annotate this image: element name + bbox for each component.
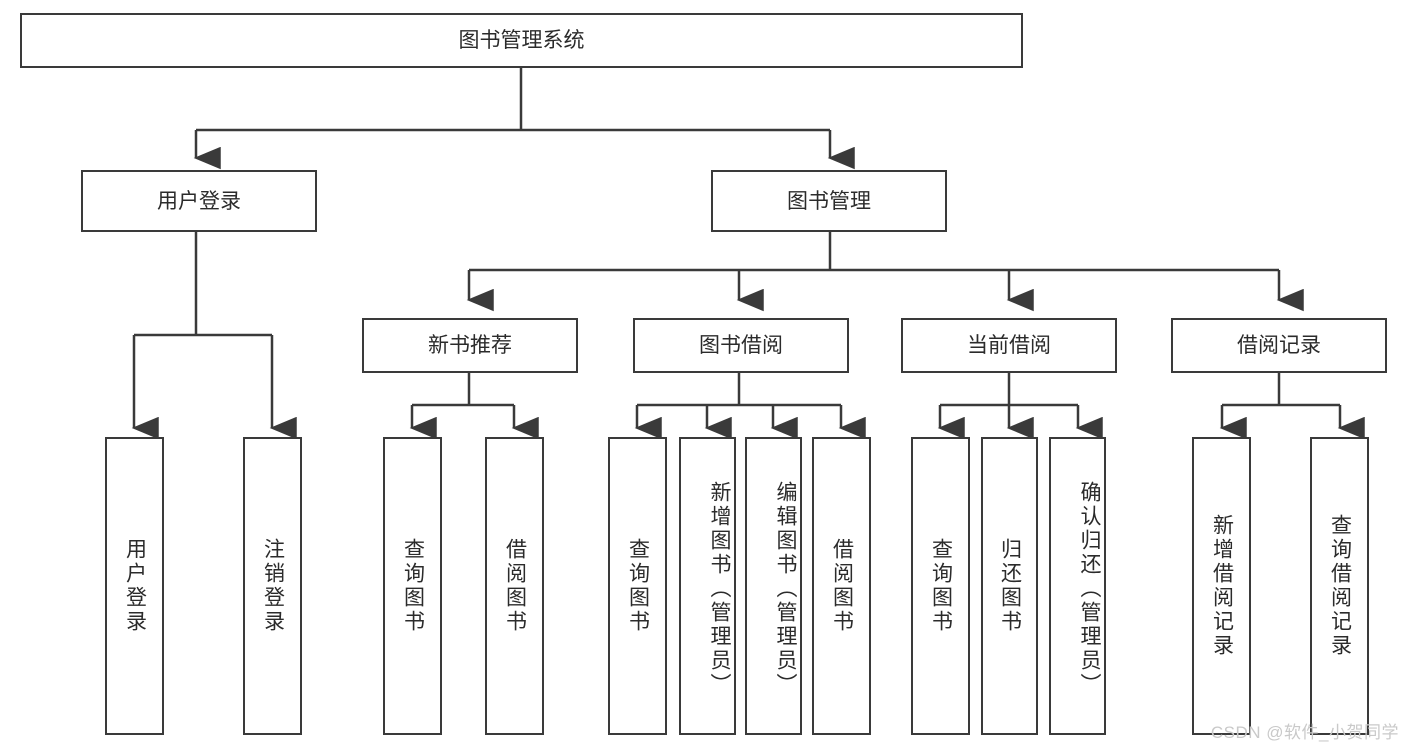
node-user-login[interactable]: 用户登录: [81, 170, 317, 232]
leaf-confirm-return-admin[interactable]: 确认归还（管理员）: [1049, 437, 1106, 735]
leaf-user-logout[interactable]: 注销登录: [243, 437, 302, 735]
leaf-add-borrow-record[interactable]: 新增借阅记录: [1192, 437, 1251, 735]
node-book-management[interactable]: 图书管理: [711, 170, 947, 232]
leaf-return-books[interactable]: 归还图书: [981, 437, 1038, 735]
leaf-edit-book-admin[interactable]: 编辑图书（管理员）: [745, 437, 802, 735]
node-current-borrow[interactable]: 当前借阅: [901, 318, 1117, 373]
leaf-query-books-recommend[interactable]: 查询图书: [383, 437, 442, 735]
node-book-borrow[interactable]: 图书借阅: [633, 318, 849, 373]
leaf-add-book-admin[interactable]: 新增图书（管理员）: [679, 437, 736, 735]
leaf-query-borrow-record[interactable]: 查询借阅记录: [1310, 437, 1369, 735]
leaf-query-books-current[interactable]: 查询图书: [911, 437, 970, 735]
leaf-query-books-borrow[interactable]: 查询图书: [608, 437, 667, 735]
node-new-book-recommend[interactable]: 新书推荐: [362, 318, 578, 373]
node-borrow-records[interactable]: 借阅记录: [1171, 318, 1387, 373]
watermark-text: CSDN @软件_小贺同学: [1210, 723, 1399, 742]
leaf-user-login[interactable]: 用户登录: [105, 437, 164, 735]
node-root[interactable]: 图书管理系统: [20, 13, 1023, 68]
leaf-borrow-books-recommend[interactable]: 借阅图书: [485, 437, 544, 735]
leaf-borrow-books-borrow[interactable]: 借阅图书: [812, 437, 871, 735]
